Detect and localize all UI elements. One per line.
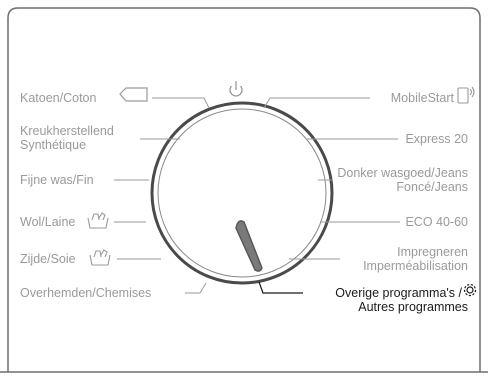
handwash-icon — [89, 249, 111, 266]
program-mobilestart[interactable]: MobileStart — [390, 91, 454, 105]
program-express-20[interactable]: Express 20 — [405, 132, 468, 146]
selected-leader-line — [258, 281, 303, 294]
program-katoen[interactable]: Katoen/Coton — [20, 91, 97, 105]
program-eco-40-60[interactable]: ECO 40-60 — [405, 215, 468, 229]
handwash-icon — [87, 212, 109, 229]
program-overhemden[interactable]: Overhemden/Chemises — [20, 286, 152, 300]
knob-pointer — [235, 220, 263, 272]
power-icon — [229, 81, 243, 97]
program-fijne-was[interactable]: Fijne was/Fin — [20, 173, 94, 187]
program-donker-wasgoed[interactable]: Donker wasgoed/Jeans Foncé/Jeans — [337, 166, 468, 194]
gear-icon — [463, 283, 477, 297]
right-leader-lines — [263, 97, 400, 260]
program-zijde[interactable]: Zijde/Soie — [20, 252, 76, 266]
program-wol[interactable]: Wol/Laine — [20, 215, 76, 229]
program-selector-knob[interactable] — [150, 101, 334, 285]
program-overige-line2: Autres programmes — [358, 300, 468, 314]
tshirt-outline-icon — [119, 87, 148, 102]
panel-frame — [7, 7, 481, 372]
program-kreukherstellend[interactable]: Kreukherstellend Synthétique — [20, 124, 114, 152]
remote-start-icon — [457, 86, 475, 104]
program-overige-selected[interactable]: Overige programma's / — [335, 286, 462, 300]
left-leader-lines — [114, 97, 210, 294]
program-impregneren[interactable]: Impregneren Imperméabilisation — [363, 245, 468, 273]
